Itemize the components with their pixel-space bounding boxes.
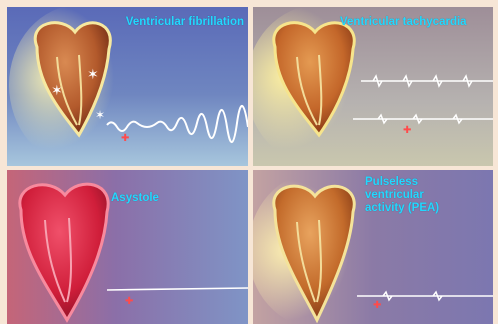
- panel-ventricular-tachycardia: ✚ Ventricular tachycardia: [253, 7, 493, 166]
- vf-illustration: ✶ ✶ ✶ ✚: [7, 7, 248, 166]
- panel-ventricular-fibrillation: ✶ ✶ ✶ ✚ Ventricular fibrillation: [7, 7, 248, 166]
- defib-marker-icon: ✚: [403, 125, 411, 136]
- panel-label-multiline: Pulseless ventricular activity (PEA): [365, 176, 439, 215]
- panel-label-line: ventricular: [365, 189, 439, 202]
- panel-label: Ventricular tachycardia: [340, 16, 467, 29]
- panel-asystole: ✚ Asystole: [7, 170, 248, 324]
- vt-illustration: ✚: [253, 7, 493, 166]
- svg-text:✶: ✶: [95, 108, 105, 122]
- defib-marker-icon: ✚: [121, 133, 129, 144]
- panel-pea: ✚ Pulseless ventricular activity (PEA): [253, 170, 493, 324]
- svg-text:✶: ✶: [51, 82, 63, 98]
- panel-label-line: Pulseless: [365, 176, 439, 189]
- defib-marker-icon: ✚: [373, 300, 381, 311]
- panel-label-line: activity (PEA): [365, 202, 439, 215]
- panel-label: Asystole: [111, 192, 159, 205]
- svg-text:✶: ✶: [87, 66, 99, 82]
- defib-marker-icon: ✚: [125, 296, 133, 307]
- panel-label: Ventricular fibrillation: [126, 16, 244, 29]
